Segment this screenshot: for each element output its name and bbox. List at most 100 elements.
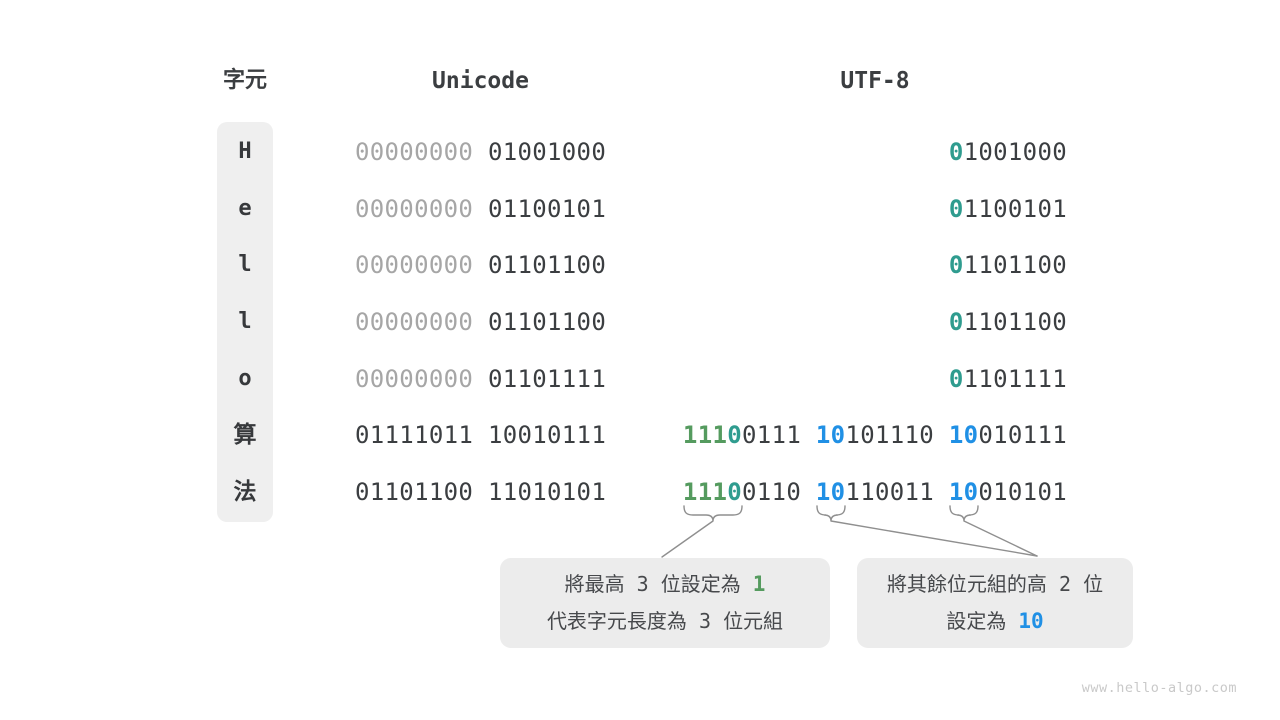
bit-segment: 3: [686, 609, 724, 633]
bit-segment: 111: [682, 478, 728, 506]
char-cell: l: [238, 309, 252, 334]
char-cell: 算: [233, 422, 257, 448]
bit-segment: 10010111: [487, 421, 607, 449]
bit-segment: 位元組: [723, 609, 784, 633]
underbrace-leading-bits: [683, 505, 743, 522]
bit-segment: 位: [1083, 572, 1104, 596]
unicode-cell: 00000000 01100101: [355, 194, 606, 224]
bit-segment: [473, 478, 488, 506]
bit-segment: 2: [1046, 572, 1084, 596]
bit-segment: 0110: [742, 478, 802, 506]
bit-segment: 01111011: [355, 421, 474, 449]
bit-segment: 將其餘位元組的高: [886, 572, 1047, 596]
bit-segment: 01100101: [487, 195, 607, 223]
bit-segment: 1100101: [963, 195, 1067, 223]
bit-segment: [934, 421, 949, 449]
pointer-line-mid: [830, 520, 1038, 557]
bit-segment: 00000000: [355, 251, 474, 279]
bit-segment: 00000000: [355, 365, 474, 393]
bit-segment: 00000000: [355, 195, 474, 223]
bit-segment: 01101100: [487, 251, 607, 279]
bit-segment: 將最高: [564, 572, 625, 596]
bit-segment: [801, 478, 816, 506]
bit-segment: [473, 365, 488, 393]
bit-segment: 10: [948, 421, 979, 449]
bit-segment: 01001000: [487, 138, 607, 166]
utf8-cell: 11100111 10101110 10010111: [683, 420, 1067, 450]
pointer-line-left: [661, 520, 714, 558]
bit-segment: 0: [948, 308, 964, 336]
callout-line: 將其餘位元組的高 2 位: [887, 566, 1103, 603]
bit-segment: 110011: [845, 478, 935, 506]
utf8-cell: 01101100: [949, 307, 1067, 337]
callout-continuation-bits: 將其餘位元組的高 2 位設定為 10: [857, 558, 1133, 648]
bit-segment: 0: [727, 478, 743, 506]
bit-segment: [473, 251, 488, 279]
char-cell: l: [238, 252, 252, 277]
unicode-cell: 00000000 01001000: [355, 137, 606, 167]
bit-segment: 0: [727, 421, 743, 449]
utf8-cell: 01001000: [949, 137, 1067, 167]
bit-segment: 3: [624, 572, 661, 596]
bit-segment: 代表字元長度為: [546, 609, 687, 633]
bit-segment: 0: [948, 195, 964, 223]
unicode-cell: 00000000 01101111: [355, 364, 606, 394]
bit-segment: 01101100: [487, 308, 607, 336]
bit-segment: 1: [752, 572, 766, 596]
bit-segment: [473, 195, 488, 223]
unicode-cell: 01111011 10010111: [355, 420, 606, 450]
bit-segment: 0: [948, 365, 964, 393]
bit-segment: 1001000: [963, 138, 1067, 166]
bit-segment: [1006, 609, 1018, 633]
bit-segment: 1101100: [963, 308, 1067, 336]
pointer-line-right: [963, 520, 1038, 557]
char-cell: e: [238, 196, 252, 221]
bit-segment: 00000000: [355, 138, 474, 166]
char-column-background: [217, 122, 273, 522]
bit-segment: 010101: [978, 478, 1067, 506]
underbrace-byte3-prefix: [949, 505, 979, 522]
bit-segment: [801, 421, 816, 449]
bit-segment: 位設定為: [660, 572, 741, 596]
bit-segment: [473, 138, 488, 166]
bit-segment: 010111: [978, 421, 1067, 449]
unicode-cell: 00000000 01101100: [355, 307, 606, 337]
bit-segment: 0: [948, 138, 964, 166]
bit-segment: 10: [815, 421, 846, 449]
bit-segment: 101110: [845, 421, 935, 449]
bit-segment: 10: [1018, 609, 1044, 633]
bit-segment: 01101111: [487, 365, 607, 393]
char-cell: o: [238, 366, 252, 391]
bit-segment: 111: [682, 421, 728, 449]
char-cell: 法: [233, 479, 257, 505]
watermark: www.hello-algo.com: [1081, 680, 1237, 696]
underbrace-byte2-prefix: [816, 505, 846, 522]
bit-segment: [934, 478, 949, 506]
unicode-cell: 00000000 01101100: [355, 250, 606, 280]
char-cell: H: [238, 139, 252, 164]
bit-segment: [741, 572, 753, 596]
callout-line: 將最高 3 位設定為 1: [565, 566, 766, 603]
bit-segment: 0111: [742, 421, 802, 449]
bit-segment: [473, 308, 488, 336]
bit-segment: 00000000: [355, 308, 474, 336]
unicode-cell: 01101100 11010101: [355, 477, 606, 507]
bit-segment: 設定為: [946, 609, 1007, 633]
bit-segment: [473, 421, 488, 449]
bit-segment: 10: [948, 478, 979, 506]
column-header-utf8: UTF-8: [840, 68, 910, 94]
callout-line: 代表字元長度為 3 位元組: [547, 603, 783, 640]
bit-segment: 0: [948, 251, 964, 279]
column-header-char: 字元: [222, 68, 267, 93]
utf8-cell: 01101100: [949, 250, 1067, 280]
bit-segment: 10: [815, 478, 846, 506]
bit-segment: 1101111: [963, 365, 1067, 393]
bit-segment: 11010101: [487, 478, 607, 506]
